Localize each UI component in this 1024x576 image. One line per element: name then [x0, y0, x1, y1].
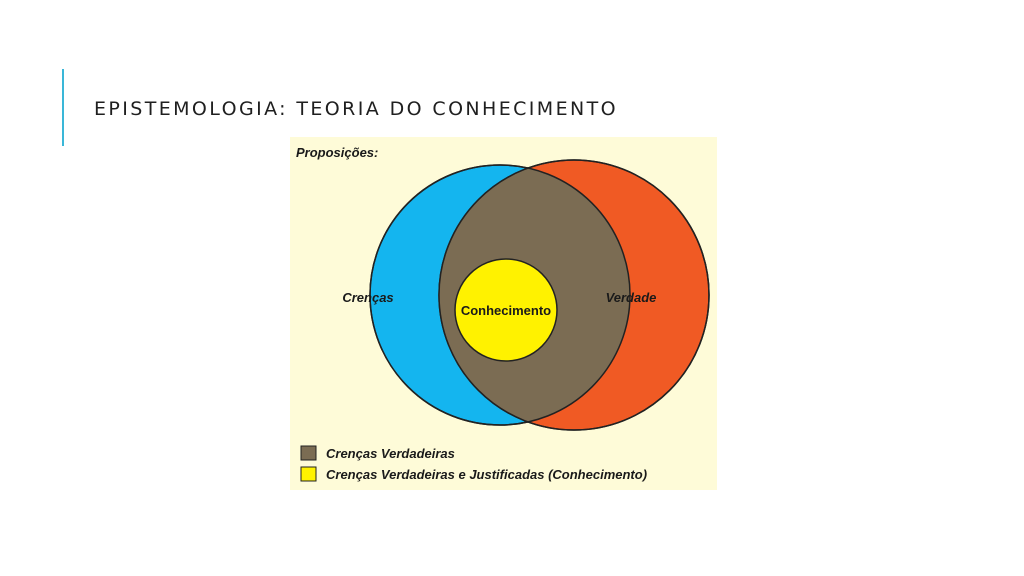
beliefs-label: Crenças — [342, 290, 393, 305]
knowledge-circle — [454, 258, 558, 362]
true-beliefs-intersection — [439, 165, 630, 425]
beliefs-circle-outline — [369, 164, 631, 426]
truth-circle-outline — [438, 159, 710, 431]
legend-label-true-beliefs: Crenças Verdadeiras — [326, 446, 455, 461]
venn-diagram: Proposições: Crenças Verdade Conheciment… — [290, 137, 717, 490]
truth-label: Verdade — [606, 290, 657, 305]
legend-swatch-knowledge — [300, 466, 317, 482]
diagram-heading: Proposições: — [296, 145, 378, 160]
legend-label-knowledge: Crenças Verdadeiras e Justificadas (Conh… — [326, 467, 647, 482]
slide-title: EPISTEMOLOGIA: TEORIA DO CONHECIMENTO — [94, 98, 618, 120]
title-accent-bar — [62, 69, 64, 146]
knowledge-label: Conhecimento — [461, 303, 551, 318]
legend-swatch-true-beliefs — [300, 445, 317, 461]
venn-diagram-figure: Proposições: Crenças Verdade Conheciment… — [290, 137, 717, 490]
